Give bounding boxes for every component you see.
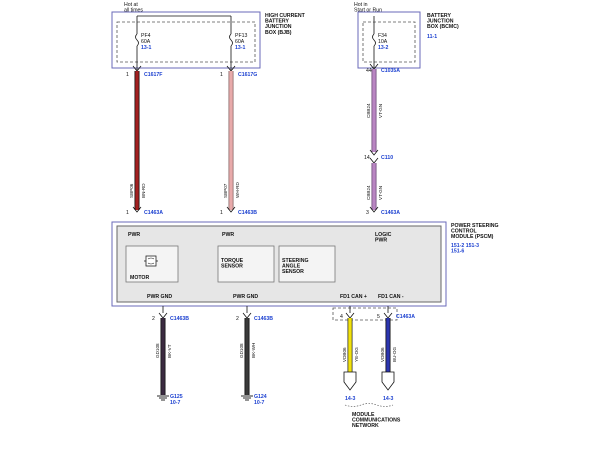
wire-cbb24-lower-circuit: CBB24 <box>366 185 371 200</box>
ground-g125-name: G125 <box>170 394 183 400</box>
ground-g124-icon <box>241 395 253 401</box>
connector-c1463b-2a <box>158 312 168 319</box>
wire-gd108-b-color: BK-WH <box>251 343 256 358</box>
wire-vdb06-a-circuit: VDB06 <box>342 347 347 362</box>
c1617g-name: C1617G <box>238 72 257 78</box>
fuse-pf13-name: PF13 <box>235 33 248 39</box>
pscm-pwr-gnd-2: PWR GND <box>233 294 258 300</box>
fuse-f34-ref: 13-2 <box>378 45 388 51</box>
bjb-inner-dashed <box>116 21 256 63</box>
c1617f-pin: 1 <box>126 72 129 78</box>
connector-c1463a-3 <box>369 206 379 213</box>
connector-c1463b-2b <box>242 312 252 319</box>
c1463a-4-pin: 4 <box>340 314 343 320</box>
wire-sbp07-color: WH-RD <box>235 181 240 198</box>
c1463b-2a-name: C1463B <box>170 316 189 322</box>
ground-g124-name: G124 <box>254 394 267 400</box>
pscm-pwr-gnd-1: PWR GND <box>147 294 172 300</box>
c1617g-pin: 1 <box>220 72 223 78</box>
network-terminal-2-icon <box>381 371 395 391</box>
wire-cbb24-upper-circuit: CBB24 <box>366 103 371 118</box>
pscm-fd1-can-plus: FD1 CAN + <box>340 294 367 300</box>
fuse-pf13 <box>229 22 233 70</box>
fuse-f34-name: F34 <box>378 33 387 39</box>
c1035a-name: C1035A <box>381 68 400 74</box>
wire-vdb06-b-color: BU-OG <box>392 347 397 362</box>
bcmc-ref: 11-1 <box>427 34 437 40</box>
fuse-pf4-name: PF4 <box>141 33 151 39</box>
fuse-f34 <box>372 22 376 68</box>
pscm-pwr-1: PWR <box>128 232 140 238</box>
bcmc-inner-dashed <box>362 21 416 63</box>
can-twisted-pair-bracket <box>332 307 398 321</box>
c1463a-1-pin: 1 <box>126 210 129 216</box>
c1463a-5-name: C1463A <box>396 314 415 320</box>
pscm-fd1-can-minus: FD1 CAN - <box>378 294 404 300</box>
c1617f-name: C1617F <box>144 72 162 78</box>
ground-g124-ref: 10-7 <box>254 400 264 406</box>
ground-g125-ref: 10-7 <box>170 400 180 406</box>
connector-c1463a-4 <box>345 312 355 319</box>
bcmc-box <box>357 11 421 69</box>
ground-g125-icon <box>157 395 169 401</box>
wire-sbp07-circuit: SBP07 <box>223 183 228 198</box>
fuse-pf4-ref: 13-1 <box>141 45 151 51</box>
network-ref-1: 14-3 <box>345 396 355 402</box>
fuse-pf13-amps: 60A <box>235 39 245 45</box>
c1463b-2b-name: C1463B <box>254 316 273 322</box>
c1463b-2a-pin: 2 <box>152 316 155 322</box>
c1463a-5-pin: 5 <box>377 314 380 320</box>
network-terminal-1-icon <box>343 371 357 391</box>
motor-label: MOTOR <box>130 275 149 281</box>
connector-c1463a-1 <box>132 206 142 213</box>
wire-cbb24-lower-color: VT-GN <box>378 186 383 200</box>
wire-gd108-b-circuit: GD108 <box>239 343 244 358</box>
bjb-box <box>111 11 261 69</box>
wire-vdb06-a-color: YE-OG <box>354 347 359 362</box>
wire-vdb06-b-circuit: VDB06 <box>380 347 385 362</box>
c110-pin: 14 <box>364 155 370 161</box>
wire-cbb24-upper-color: VT-GN <box>378 104 383 118</box>
c1035a-pin: 44 <box>366 68 372 74</box>
fuse-f34-amps: 10A <box>378 39 388 45</box>
c1463a-3-pin: 3 <box>366 210 369 216</box>
fuse-pf4 <box>135 22 139 70</box>
c1463b-1-name: C1463B <box>238 210 257 216</box>
pscm-outer-box <box>111 221 447 307</box>
c110-name: C110 <box>381 155 393 161</box>
wire-gd108-a-color: BK-VT <box>167 344 172 358</box>
c1463b-1-pin: 1 <box>220 210 223 216</box>
network-wavy-divider <box>344 403 394 407</box>
connector-c1463b-1 <box>226 206 236 213</box>
c1463a-1-name: C1463A <box>144 210 163 216</box>
pscm-pwr-2: PWR <box>222 232 234 238</box>
fuse-pf4-amps: 60A <box>141 39 151 45</box>
connector-c1463a-5 <box>383 312 393 319</box>
c1463b-2b-pin: 2 <box>236 316 239 322</box>
network-ref-2: 14-3 <box>383 396 393 402</box>
wire-sbp06-circuit: SBP06 <box>129 183 134 198</box>
c1463a-3-name: C1463A <box>381 210 400 216</box>
torque-sensor-box <box>217 245 275 283</box>
fuse-pf13-ref: 13-1 <box>235 45 245 51</box>
wire-gd108-a-circuit: GD108 <box>155 343 160 358</box>
steering-angle-sensor-box <box>278 245 336 283</box>
motor-icon <box>144 255 158 267</box>
wire-sbp06-color: BN-RD <box>141 183 146 198</box>
